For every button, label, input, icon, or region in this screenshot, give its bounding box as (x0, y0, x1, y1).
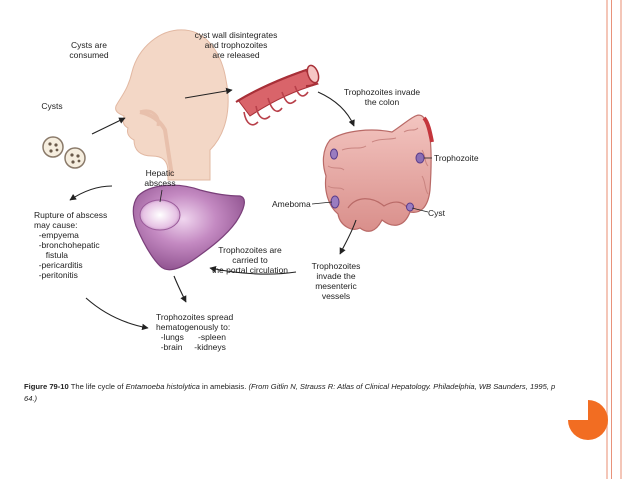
label-hepatic-abscess: Hepatic abscess (144, 168, 176, 188)
arrow-to-rupture (69, 185, 113, 201)
amebiasis-life-cycle-diagram (42, 29, 434, 331)
caption-figure-number: Figure 79-10 (24, 382, 69, 391)
arrow-colon-to-mesenteric (339, 219, 357, 255)
label-hematogenous-spread: Trophozoites spread hematogenously to: -… (156, 312, 234, 352)
label-cyst: Cyst (428, 208, 445, 218)
label-mesenteric-vessels: Trophozoites invade the mesenteric vesse… (311, 261, 361, 301)
slide-decoration-orange-circle (568, 400, 608, 440)
label-invade-colon: Trophozoites invade the colon (343, 87, 421, 107)
label-cysts: Cysts (41, 101, 63, 111)
cycle-arrows (69, 87, 357, 331)
liver-illustration (132, 184, 245, 271)
label-leader-lines (159, 157, 432, 213)
label-rupture-of-abscess: Rupture of abscess may cause: -empyema -… (34, 210, 108, 280)
caption-text-after: in amebiasis. (199, 382, 249, 391)
slide-border-stripe-right (620, 0, 622, 479)
arrow-portal-to-liver (209, 266, 297, 275)
slide-border-stripe-outer (606, 0, 608, 479)
human-head-illustration (115, 29, 229, 181)
arrow-cysts-to-mouth (91, 117, 126, 135)
arrow-liver-to-spread (173, 275, 187, 303)
arrow-rupture-to-spread (85, 297, 149, 331)
caption-text-before: The life cycle of (68, 382, 126, 391)
label-portal-circulation: Trophozoites are carried to the portal c… (211, 245, 289, 275)
arrow-head-to-intestine (184, 87, 233, 99)
colon-illustration (322, 114, 434, 232)
slide-border-stripe-inner (611, 0, 612, 479)
caption-species: Entamoeba histolytica (125, 382, 200, 391)
cysts-illustration (42, 136, 86, 169)
label-trophozoite: Trophozoite (434, 153, 479, 163)
label-cyst-wall-disintegrates: cyst wall disintegrates and trophozoites… (194, 30, 278, 60)
label-ameboma: Ameboma (272, 199, 311, 209)
figure-caption: Figure 79-10 The life cycle of Entamoeba… (24, 381, 564, 405)
caption-citation: (From Gitlin N, Strauss R: Atlas of Clin… (24, 382, 556, 403)
intestine-segment-illustration (235, 64, 320, 126)
label-cysts-consumed: Cysts are consumed (69, 40, 109, 60)
arrow-intestine-to-colon (317, 91, 355, 127)
